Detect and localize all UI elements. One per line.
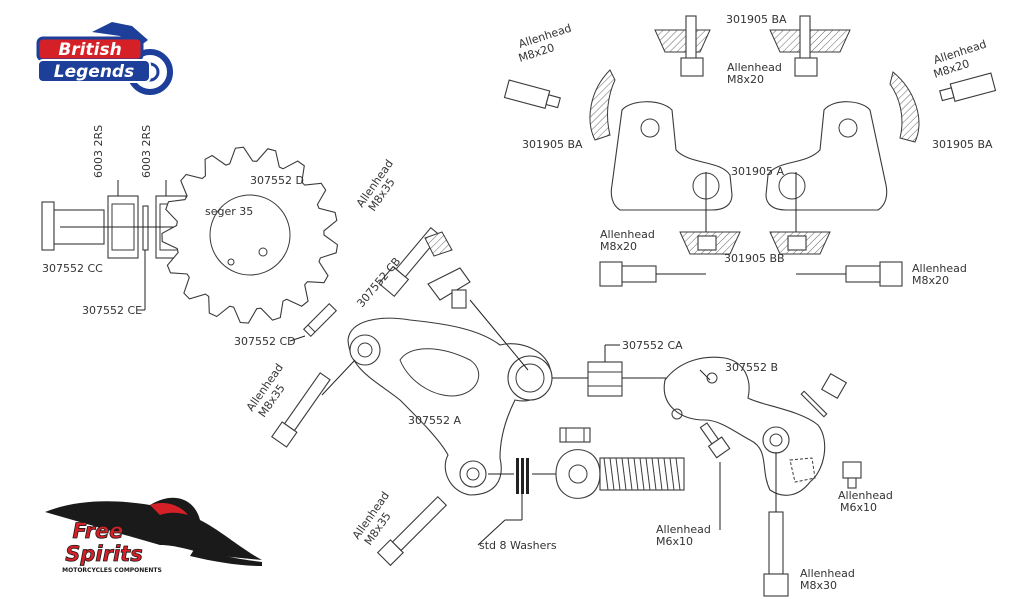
- label-307552-d: 307552 D: [250, 174, 304, 187]
- label-307552-cc: 307552 CC: [42, 262, 103, 275]
- free-spirits-line2: Spirits: [65, 542, 142, 566]
- assembly-301905: [503, 15, 997, 287]
- spring-coil: [645, 457, 651, 491]
- label-seger-35: seger 35: [205, 205, 253, 218]
- sprocket-assembly: [41, 146, 339, 324]
- label-std-washers: std 8 Washers: [479, 539, 557, 552]
- spring: [603, 457, 681, 491]
- label-bearing-2: 6003 2RS: [140, 125, 153, 178]
- label-301905-bb: 301905 BB: [724, 252, 785, 265]
- washers-and-rod-end: [477, 427, 685, 546]
- spring-coil: [609, 457, 615, 491]
- nut-washer-right: [800, 372, 848, 418]
- label-allenhead-mid-left: Allenhead: [600, 228, 655, 241]
- spring-coil: [615, 457, 621, 491]
- free-spirits-tagline: MOTORCYCLES COMPONENTS: [62, 567, 162, 574]
- spacer-307552-cb: [427, 267, 471, 301]
- label-allenhead-mid-right: Allenhead: [912, 262, 967, 275]
- label-301905-a: 301905 A: [731, 165, 784, 178]
- spring-coil: [603, 457, 609, 491]
- plate-301905-a-right: [765, 101, 888, 211]
- sleeve-307552-cc: [41, 201, 55, 251]
- label-allenhead-top-mid: Allenhead: [727, 61, 782, 74]
- wedge-left: [589, 69, 616, 141]
- spacer-top-left: [654, 29, 711, 53]
- label-m8x20-mid-right: M8x20: [912, 274, 949, 287]
- label-bearing-1: 6003 2RS: [92, 125, 105, 178]
- pin-307552-cd: [289, 302, 338, 342]
- spring-coil: [621, 457, 627, 491]
- spring-coil: [633, 457, 639, 491]
- spring-coil: [657, 457, 663, 491]
- screw-m6x10-mid: [699, 422, 731, 530]
- british-legends-logo: British Legends: [36, 22, 173, 95]
- label-307552-ce: 307552 CE: [82, 304, 142, 317]
- label-allenhead-m6x10-right: Allenhead: [838, 489, 893, 502]
- bolt-m8x35-left: [271, 359, 356, 448]
- british-legends-line2: Legends: [54, 62, 134, 82]
- label-allenhead-m8x30: Allenhead: [800, 567, 855, 580]
- sprocket-bore: [209, 194, 291, 276]
- angled-bolt-assembly: [378, 226, 529, 371]
- spring-coil: [663, 457, 669, 491]
- bracket-307552-a-hole: [507, 355, 553, 401]
- british-legends-line1: British: [58, 40, 121, 60]
- plate-301905-a-left: [610, 101, 733, 211]
- spring-coil: [651, 457, 657, 491]
- free-spirits-line1: Free: [73, 519, 124, 543]
- sprocket-307552-d: [161, 146, 339, 324]
- label-301905-ba-right: 301905 BA: [932, 138, 993, 151]
- spring-coil: [675, 457, 681, 491]
- spring-coil: [639, 457, 645, 491]
- label-307552-cd: 307552 CD: [234, 335, 296, 348]
- label-301905-ba-top: 301905 BA: [726, 13, 787, 26]
- spring-coil: [627, 457, 633, 491]
- bolt-m8x35-bottom: [376, 495, 448, 567]
- label-307552-b: 307552 B: [725, 361, 778, 374]
- wedge-right: [889, 71, 920, 143]
- bolt-m8x30: [763, 452, 789, 597]
- screw-m6x10-right: [842, 461, 862, 489]
- label-allenhead-m6x10-mid: Allenhead: [656, 523, 711, 536]
- label-m8x20-mid-left: M8x20: [600, 240, 637, 253]
- label-307552-ca: 307552 CA: [622, 339, 683, 352]
- label-m8x30: M8x30: [800, 579, 837, 592]
- free-spirits-logo: Free Spirits MOTORCYCLES COMPONENTS: [45, 497, 262, 574]
- label-m6x10-right: M6x10: [840, 501, 877, 514]
- bracket-307552-a: [347, 317, 553, 496]
- label-m6x10-mid: M6x10: [656, 535, 693, 548]
- label-301905-ba-left: 301905 BA: [522, 138, 583, 151]
- circlip-307552-ce: [142, 205, 149, 251]
- label-307552-a: 307552 A: [408, 414, 461, 427]
- bracket-307552-b: [663, 356, 826, 496]
- spring-coil: [669, 457, 675, 491]
- label-m8x20-top-mid: M8x20: [727, 73, 764, 86]
